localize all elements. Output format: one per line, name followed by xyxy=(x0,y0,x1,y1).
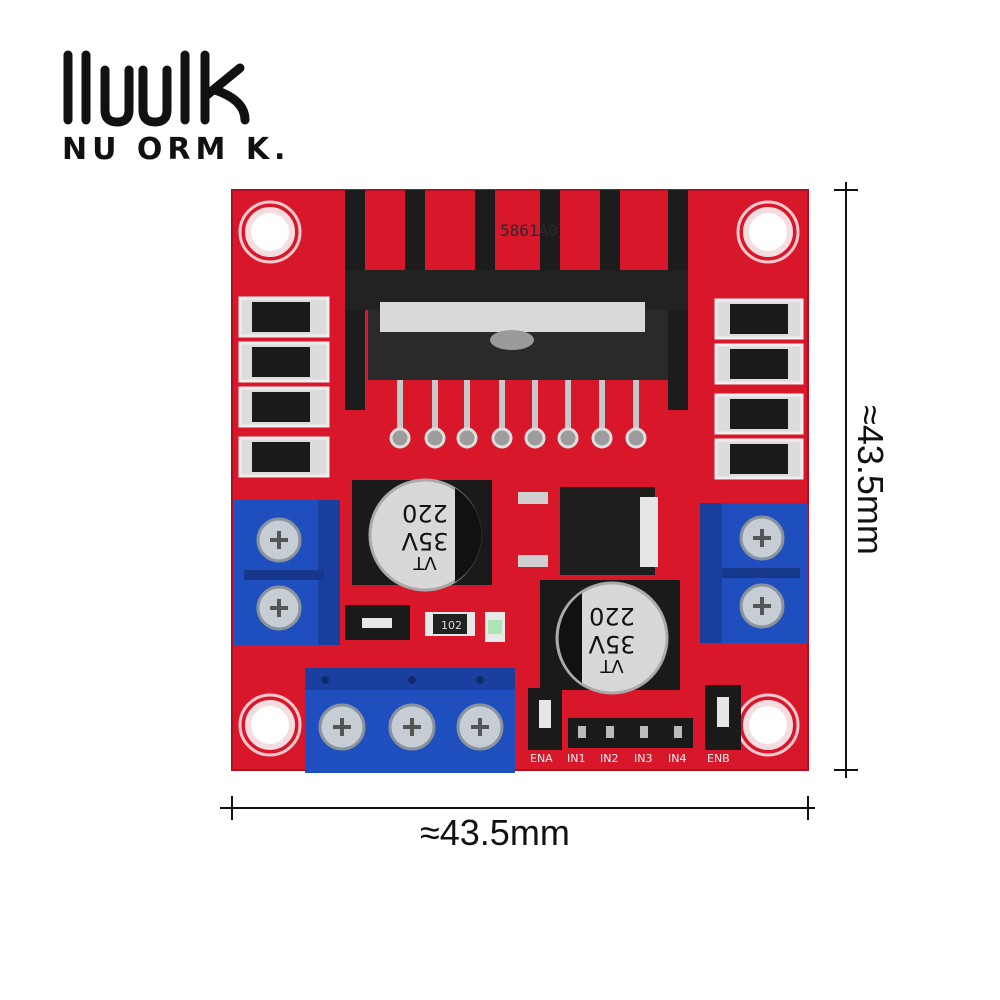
height-dimension-label: ≈43.5mm xyxy=(850,405,891,555)
capacitor-bottom xyxy=(540,580,680,695)
pin-label-in1: IN1 xyxy=(567,752,585,765)
jumper-5v xyxy=(345,605,410,640)
pin-label-enb: ENB xyxy=(707,752,730,765)
smd-resistor xyxy=(425,612,475,636)
brand-logo xyxy=(63,50,250,127)
pin-label-in2: IN2 xyxy=(600,752,618,765)
terminal-block-left xyxy=(234,500,340,645)
left-diode-array xyxy=(238,296,330,478)
pin-label-in4: IN4 xyxy=(668,752,686,765)
width-dimension-label: ≈43.5mm xyxy=(420,812,570,853)
capacitor-top-label-3: 220 xyxy=(402,499,448,527)
brand-name: NU ORM K. xyxy=(62,132,291,167)
header-pins xyxy=(528,685,741,750)
driver-ic-pins xyxy=(389,380,647,449)
terminal-block-bottom xyxy=(305,668,515,773)
power-led xyxy=(485,612,505,642)
capacitor-bottom-label-2: 35V xyxy=(588,630,636,658)
capacitor-top xyxy=(352,478,492,592)
dimension-line-height xyxy=(834,182,858,778)
voltage-regulator xyxy=(518,487,658,575)
heatsink xyxy=(345,190,688,410)
resistor-marking: 102 xyxy=(441,619,462,632)
terminal-block-right xyxy=(700,503,808,643)
capacitor-top-label-2: 35V xyxy=(401,527,449,555)
dimension-line-width xyxy=(220,796,815,820)
pin-label-ena: ENA xyxy=(530,752,553,765)
capacitor-bottom-label-1: VT xyxy=(599,655,623,676)
heatsink-marking: 5861A0 xyxy=(500,221,558,240)
capacitor-bottom-label-3: 220 xyxy=(589,602,635,630)
capacitor-top-label-1: VT xyxy=(412,552,436,573)
mounting-holes xyxy=(245,207,793,750)
right-diode-array xyxy=(714,298,804,480)
pin-label-in3: IN3 xyxy=(634,752,652,765)
